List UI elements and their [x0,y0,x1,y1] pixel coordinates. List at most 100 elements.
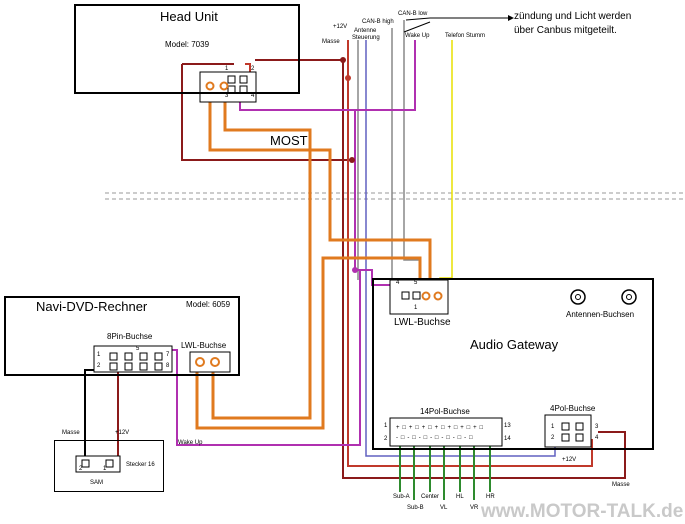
note-line-1: zündung und Licht werden [514,11,632,22]
pin [139,352,148,361]
most-fiber [195,256,422,430]
pol14-label: 14Pol-Buchse [420,407,470,416]
pin-label: 13 [504,423,511,429]
pin [81,459,90,468]
fiber-port [205,81,215,91]
pol14-plus-row: + □ + □ + □ + □ + □ + □ + □ [396,425,484,431]
telefon-wire [439,40,453,296]
note-line-2: über Canbus mitgeteilt. [514,25,617,36]
canb-low-wire [403,20,421,296]
signal-telefon: Telefon Stumm [445,33,486,39]
pin-label: 3 [595,424,599,430]
pin [124,352,133,361]
pin-label: 5 [414,280,418,286]
sam-title: SAM [90,480,104,486]
signal-plus12: +12V [333,24,348,30]
pin-label: 1 [551,424,555,430]
ground-wire-main [342,60,626,479]
pin-label: 2 [251,66,255,72]
pin [412,291,421,300]
output-sub-a: Sub-A [393,494,410,500]
pin-label: 4 [251,93,255,99]
wake-up-bottom-label: Wake Up [178,440,203,446]
signal-wake-up: Wake Up [405,33,430,39]
pin-label: 1 [97,352,101,358]
pin [109,362,118,371]
output-vr: VR [470,505,479,511]
head-unit-model: Model: 7039 [165,40,210,49]
sam-box [54,440,164,492]
pin-label: 2 [384,436,388,442]
note-arrow [403,21,431,33]
audio-gateway-box [372,278,654,450]
pin [227,75,236,84]
fiber-port [195,357,205,367]
fiber-port [210,357,220,367]
navi-box [4,296,240,376]
output-hl: HL [456,494,464,500]
masse-bottom-label: Masse [612,482,630,488]
sam-plus12: +12V [115,430,130,436]
ground-wire [181,64,352,161]
pin [239,75,248,84]
pol4-label: 4Pol-Buchse [550,404,596,413]
pin-label: 7 [166,352,170,358]
navi-8pin-label: 8Pin-Buchse [107,332,153,341]
pin-label: 1 [384,423,388,429]
pin-label: 14 [504,436,511,442]
output-vl: VL [440,505,448,511]
pin-label: 1 [225,66,229,72]
junction-dot [349,157,355,163]
sam-masse: Masse [62,430,80,436]
signal-antenne: Antenne [354,28,377,34]
gateway-lwl-label: LWL-Buchse [394,317,451,328]
gateway-title: Audio Gateway [470,337,559,352]
pin-label: 2 [79,466,83,472]
pin [401,291,410,300]
pin [105,459,114,468]
pol14-minus-row: - □ - □ - □ - □ - □ - □ - □ [396,435,474,441]
pin-label: 1 [103,466,107,472]
output-sub-b: Sub-B [407,505,424,511]
signal-masse: Masse [322,39,340,45]
watermark: www.MOTOR-TALK.de [481,501,684,522]
pin [154,362,163,371]
junction-dot [340,57,346,63]
signal-canb-high: CAN-B high [362,19,394,25]
most-label: MOST [270,133,308,148]
junction-dot [352,267,358,273]
sam-connector-label: Stecker 16 [126,462,155,468]
pin [561,433,570,442]
pin [124,362,133,371]
fiber-port [433,291,443,301]
navi-lwl-label: LWL-Buchse [181,341,227,350]
pin [154,352,163,361]
pin-label: 2 [97,363,101,369]
navi-title: Navi-DVD-Rechner [36,299,148,314]
pin [575,422,584,431]
pin-label: 8 [166,363,170,369]
head-unit-title: Head Unit [160,9,218,24]
junction-dot [345,75,351,81]
pin [109,352,118,361]
fiber-port [219,81,229,91]
canb-high-wire [391,28,406,296]
most-fiber [208,88,432,296]
signal-canb-low: CAN-B low [398,11,428,17]
pin [575,433,584,442]
most-fiber [211,150,312,420]
pin-label: 2 [551,435,555,441]
pin-label: 4 [396,280,400,286]
pin-label: 5 [136,346,140,352]
pin [139,362,148,371]
head-unit-box [74,4,300,94]
antenna-socket-center [575,294,581,300]
most-fiber [223,88,312,150]
fiber-port [421,291,431,301]
antenna-socket-center [626,294,632,300]
gateway-4pol-connector [544,414,592,448]
antenna-label: Antennen-Buchsen [566,310,635,319]
output-center: Center [421,494,440,500]
output-hr: HR [486,494,495,500]
